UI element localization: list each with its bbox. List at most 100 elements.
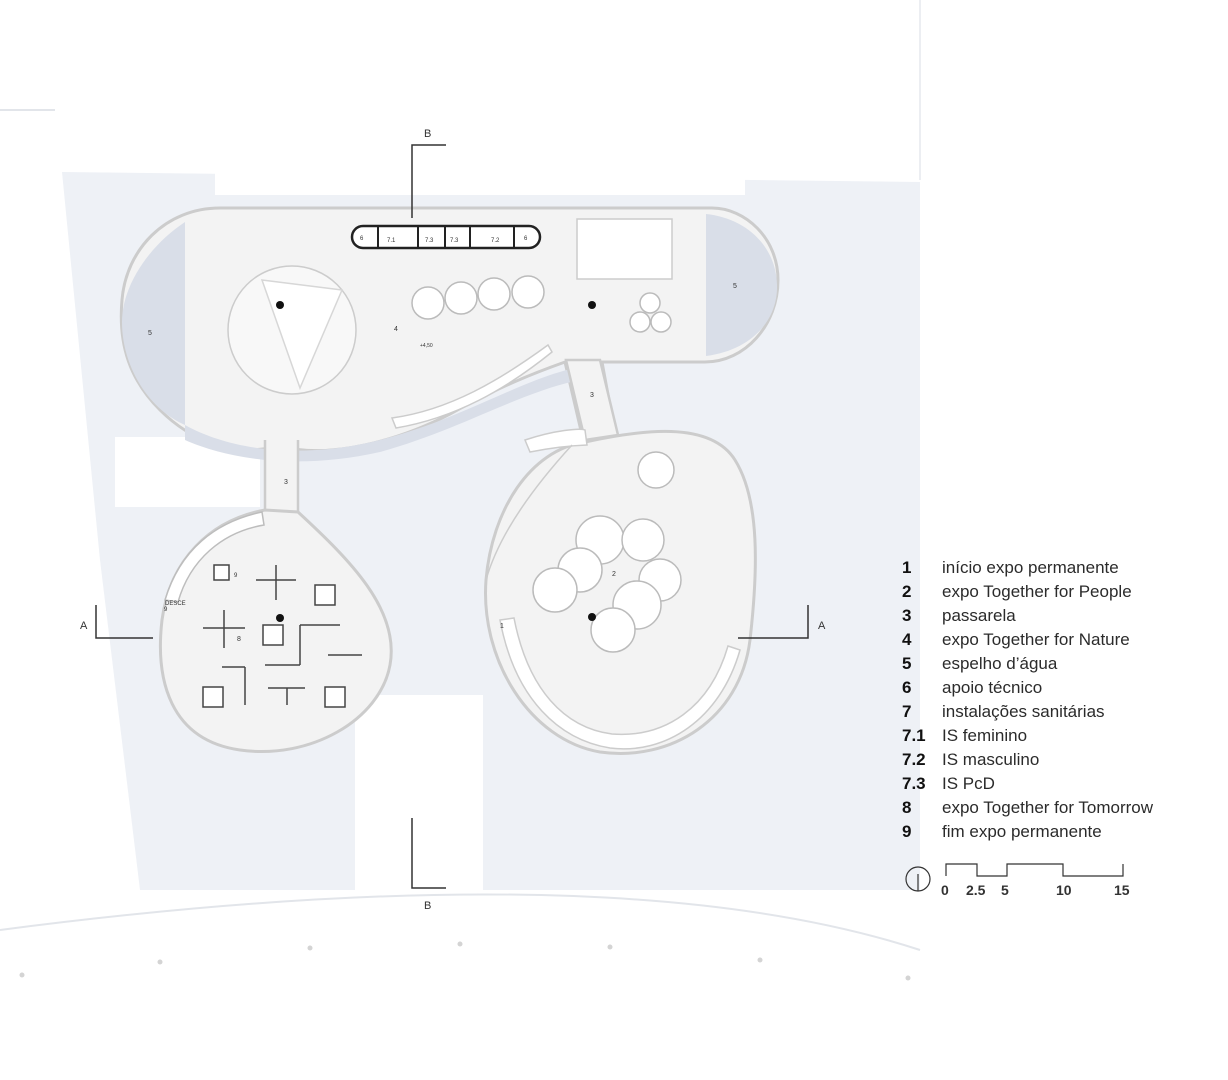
legend-item: 1 início expo permanente: [902, 556, 1202, 580]
legend-label: fim expo permanente: [942, 822, 1102, 841]
inner-curve-wall: [485, 444, 573, 581]
legend-number: 7.3: [902, 774, 926, 793]
room-label-2: 2: [612, 571, 616, 578]
scale-bar: [945, 863, 1124, 877]
legend-label: IS feminino: [942, 726, 1028, 745]
legend-item: 5 espelho d’água: [902, 652, 1202, 676]
plaza-block-bottom: [355, 695, 483, 890]
stair-curve: [164, 511, 265, 603]
display-circle: [477, 277, 511, 311]
legend-number: 7: [902, 702, 912, 721]
section-label-b-top: B: [424, 128, 431, 140]
left-pavilion: [158, 508, 393, 753]
restroom-dividers: [377, 226, 515, 248]
legend-label: início expo permanente: [942, 558, 1119, 577]
walkway-left: [265, 440, 298, 515]
legend-number: 6: [902, 678, 912, 697]
annotation-level: +4,50: [420, 343, 433, 349]
room-label-7-2: 7.2: [491, 238, 500, 244]
scale-tick-label: 15: [1114, 882, 1130, 898]
scale-bar-labels: 0 2.5 5 10 15: [941, 882, 1130, 898]
legend-number: 7.1: [902, 726, 926, 745]
plaza-block-top: [215, 165, 745, 195]
display-circle: [411, 286, 445, 320]
room-label-3: 3: [590, 392, 594, 399]
legend-label: expo Together for Tomorrow: [942, 798, 1154, 817]
room-label-9: 9: [234, 573, 238, 579]
perimeter-ramp: [499, 617, 741, 750]
legend-item: 3 passarela: [902, 604, 1202, 628]
exhibit-boxes: [202, 564, 346, 708]
room-label-7-3: 7.3: [450, 238, 459, 244]
section-marker-b-bottom: [411, 818, 446, 889]
legend-item: 4 expo Together for Nature: [902, 628, 1202, 652]
display-circles-large: [411, 275, 545, 320]
legend-label: apoio técnico: [942, 678, 1043, 697]
site-ground: [0, 0, 921, 951]
section-marker-a-left: [95, 605, 153, 639]
room-label-4: 4: [394, 326, 398, 333]
column-dot: [588, 301, 596, 309]
section-marker-a-right: [738, 605, 809, 639]
section-label-b-bottom: B: [424, 900, 431, 912]
legend: 1 início expo permanente 2 expo Together f…: [902, 556, 1202, 844]
plan-labels: A A B B 1 2 3 3 4 5 5 8 9 9 DESCE +4,50 …: [80, 128, 826, 912]
section-label-a-right: A: [818, 620, 826, 632]
legend-label: expo Together for Nature: [942, 630, 1130, 649]
room-label-8: 8: [237, 636, 241, 643]
legend-item: 2 expo Together for People: [902, 580, 1202, 604]
column-dot: [588, 613, 596, 621]
legend-label: IS masculino: [942, 750, 1040, 769]
water-mirror-left: [122, 222, 185, 425]
legend-number: 5: [902, 654, 912, 673]
legend-label: expo Together for People: [942, 582, 1132, 601]
exhibit-walls: [203, 565, 362, 705]
north-arrow: [905, 866, 931, 892]
legend-item: 7.1 IS feminino: [902, 724, 1202, 748]
column-dot: [276, 301, 284, 309]
legend-number: 9: [902, 822, 912, 841]
room-label-3: 3: [284, 479, 288, 486]
ramp-curve: [390, 343, 553, 429]
legend-number: 7.2: [902, 750, 926, 769]
service-block: [576, 218, 673, 280]
display-circle: [639, 292, 661, 314]
legend-label: passarela: [942, 606, 1016, 625]
legend-label: espelho d’água: [942, 654, 1058, 673]
display-circle: [511, 275, 545, 309]
scale-tick-label: 2.5: [966, 882, 986, 898]
legend-number: 1: [902, 558, 912, 577]
scale-tick-label: 10: [1056, 882, 1072, 898]
column-dot: [276, 614, 284, 622]
legend-number: 8: [902, 798, 912, 817]
site-bottom-curve: [0, 893, 921, 951]
right-pavilion: [484, 428, 757, 755]
room-label-7-1: 7.1: [387, 238, 396, 244]
display-circle: [650, 311, 672, 333]
room-label-6: 6: [524, 236, 528, 242]
display-circle: [629, 311, 651, 333]
display-circle: [444, 281, 478, 315]
section-marker-b-top: [411, 144, 446, 218]
room-label-9: 9: [164, 607, 168, 613]
legend-number: 2: [902, 582, 912, 601]
room-label-6: 6: [360, 236, 364, 242]
legend-number: 3: [902, 606, 912, 625]
water-mirror-right: [706, 214, 778, 356]
legend-number: 4: [902, 630, 912, 649]
inner-ramp: [523, 428, 588, 453]
water-mirror-bottom: [185, 368, 580, 462]
section-markers: [95, 144, 809, 889]
room-label-7-3: 7.3: [425, 238, 434, 244]
legend-item: 6 apoio técnico: [902, 676, 1202, 700]
plaza-dots: [19, 941, 911, 981]
room-label-1: 1: [500, 623, 504, 630]
legend-label: instalações sanitárias: [942, 702, 1105, 721]
section-label-a-left: A: [80, 620, 88, 632]
scale-tick-label: 5: [1001, 882, 1009, 898]
room-label-5: 5: [148, 330, 152, 337]
legend-item: 7 instalações sanitárias: [902, 700, 1202, 724]
legend-item: 8 expo Together for Tomorrow: [902, 796, 1202, 820]
display-circles-cluster: [532, 451, 682, 653]
